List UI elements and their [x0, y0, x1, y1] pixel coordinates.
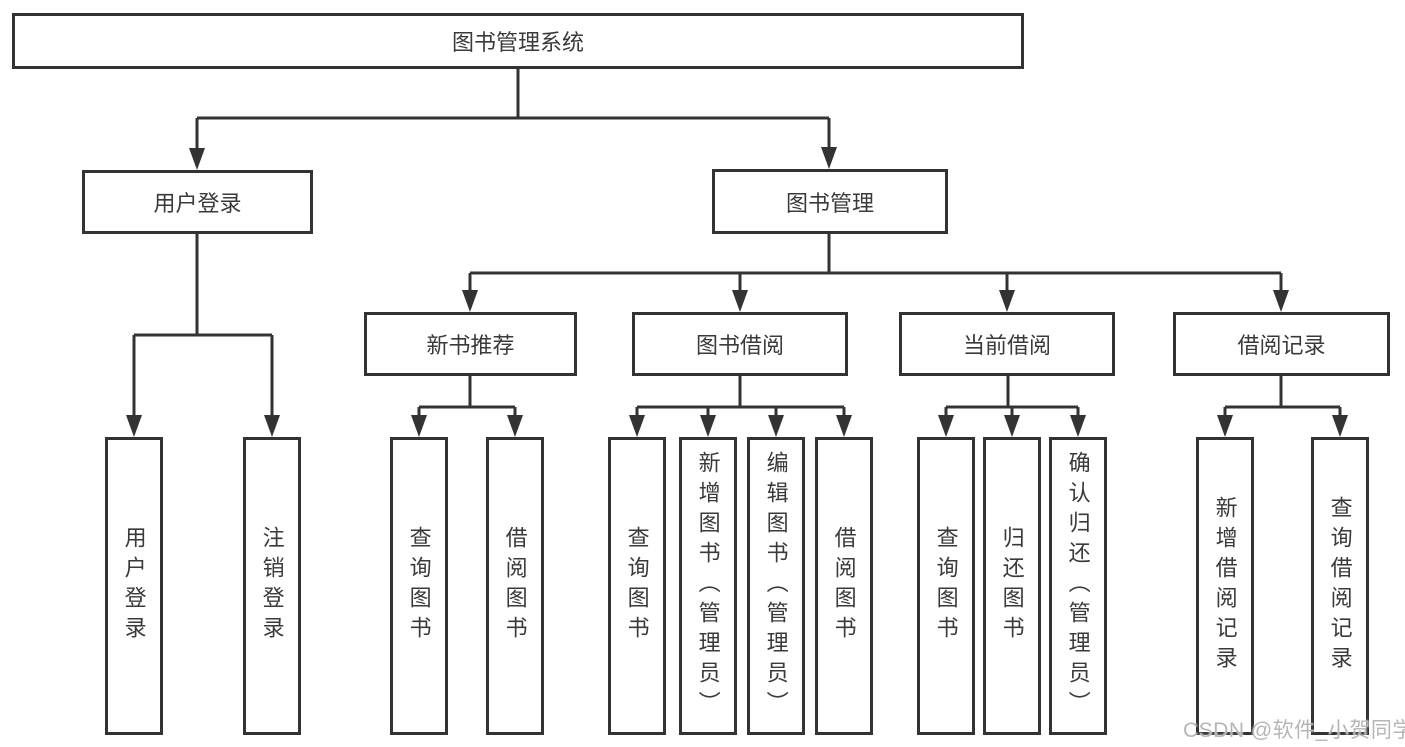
leaf-query-books-1: 查询图书 — [390, 437, 448, 735]
leaf-label: 借阅图书 — [831, 526, 857, 646]
leaf-borrow-books-1: 借阅图书 — [486, 437, 544, 735]
leaf-label: 新增借阅记录 — [1212, 496, 1238, 676]
leaf-confirm-return-admin: 确认归还（管理员） — [1049, 437, 1107, 735]
node-root: 图书管理系统 — [12, 13, 1024, 69]
leaf-add-books-admin: 新增图书（管理员） — [679, 437, 737, 735]
connector-segments — [132, 68, 1342, 433]
node-borrow-record: 借阅记录 — [1173, 312, 1390, 376]
leaf-query-books-3: 查询图书 — [917, 437, 975, 735]
leaf-label: 确认归还（管理员） — [1065, 451, 1091, 721]
leaf-label: 查询借阅记录 — [1327, 496, 1353, 676]
arrowheads — [126, 147, 1348, 437]
leaf-label: 查询图书 — [933, 526, 959, 646]
leaf-label: 查询图书 — [406, 526, 432, 646]
leaf-label: 用户登录 — [121, 526, 147, 646]
csdn-watermark: CSDN @软件_小贺同学 — [1183, 719, 1405, 742]
leaf-logout: 注销登录 — [243, 437, 301, 735]
node-user-login: 用户登录 — [82, 170, 313, 234]
leaf-query-borrow-record: 查询借阅记录 — [1311, 437, 1369, 735]
leaf-label: 新增图书（管理员） — [695, 451, 721, 721]
node-new-book-recommend: 新书推荐 — [364, 312, 577, 376]
leaf-user-login: 用户登录 — [105, 437, 163, 735]
leaf-edit-books-admin: 编辑图书（管理员） — [747, 437, 805, 735]
leaf-label: 借阅图书 — [502, 526, 528, 646]
node-book-management: 图书管理 — [712, 169, 948, 234]
leaf-return-books: 归还图书 — [983, 437, 1041, 735]
node-current-borrow: 当前借阅 — [899, 312, 1115, 376]
node-book-borrow: 图书借阅 — [632, 312, 848, 376]
leaf-label: 查询图书 — [624, 526, 650, 646]
leaf-label: 归还图书 — [999, 526, 1025, 646]
leaf-label: 编辑图书（管理员） — [763, 451, 789, 721]
leaf-borrow-books-2: 借阅图书 — [815, 437, 873, 735]
leaf-query-books-2: 查询图书 — [608, 437, 666, 735]
leaf-label: 注销登录 — [259, 526, 285, 646]
leaf-add-borrow-record: 新增借阅记录 — [1196, 437, 1254, 735]
